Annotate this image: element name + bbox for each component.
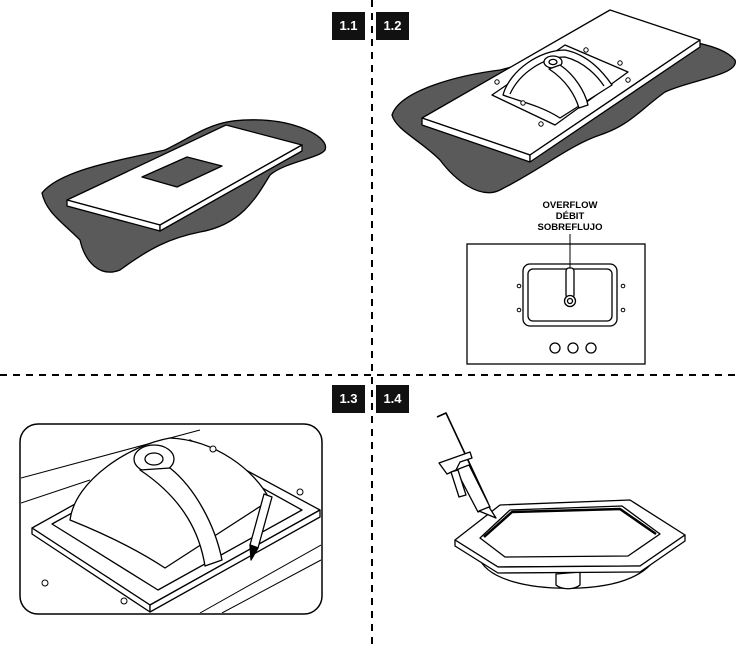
caulk-gun-body bbox=[455, 464, 491, 513]
sink-rim-edge bbox=[454, 534, 686, 574]
caulk-gun-handle bbox=[438, 451, 473, 475]
sink-inner-rim-2 bbox=[509, 56, 605, 95]
overflow-channel-2 bbox=[548, 64, 589, 109]
caulk-nozzle bbox=[478, 506, 497, 519]
faucet-hole-3 bbox=[585, 342, 597, 354]
step-badge-1-2: 1.2 bbox=[376, 12, 409, 40]
sink-top-view bbox=[466, 234, 646, 365]
top-view-overflow bbox=[565, 267, 575, 299]
overflow-label-en: OVERFLOW bbox=[542, 200, 598, 211]
step-badge-1-3: 1.3 bbox=[332, 385, 365, 413]
caulk-gun-rod bbox=[436, 412, 489, 504]
cutout-hole bbox=[141, 156, 223, 188]
detail-overflow-channel bbox=[139, 467, 223, 567]
countertop-side bbox=[159, 144, 303, 232]
step-badge-1-4: 1.4 bbox=[376, 385, 409, 413]
overflow-label-es: SOBREFLUJO bbox=[537, 222, 603, 233]
countertop-side-2 bbox=[529, 39, 701, 163]
panel-1-2-countertop-with-sink bbox=[391, 9, 736, 194]
mounting-holes-2 bbox=[494, 47, 631, 127]
panel-1-3-detail bbox=[19, 423, 323, 615]
detail-bowl bbox=[69, 437, 271, 569]
sink-bowl-4 bbox=[479, 505, 661, 558]
sink-overflow-tab bbox=[555, 571, 581, 590]
panel-1-4-caulking bbox=[436, 412, 686, 590]
step-badge-1-1: 1.1 bbox=[332, 12, 365, 40]
caulk-bead bbox=[483, 507, 657, 538]
faucet-hole-2 bbox=[567, 342, 579, 354]
faucet-hole-1 bbox=[549, 342, 561, 354]
panel-1-1-countertop bbox=[41, 119, 327, 273]
caulk-gun-trigger bbox=[450, 469, 467, 498]
overflow-label-fr: DÉBIT bbox=[555, 211, 585, 222]
